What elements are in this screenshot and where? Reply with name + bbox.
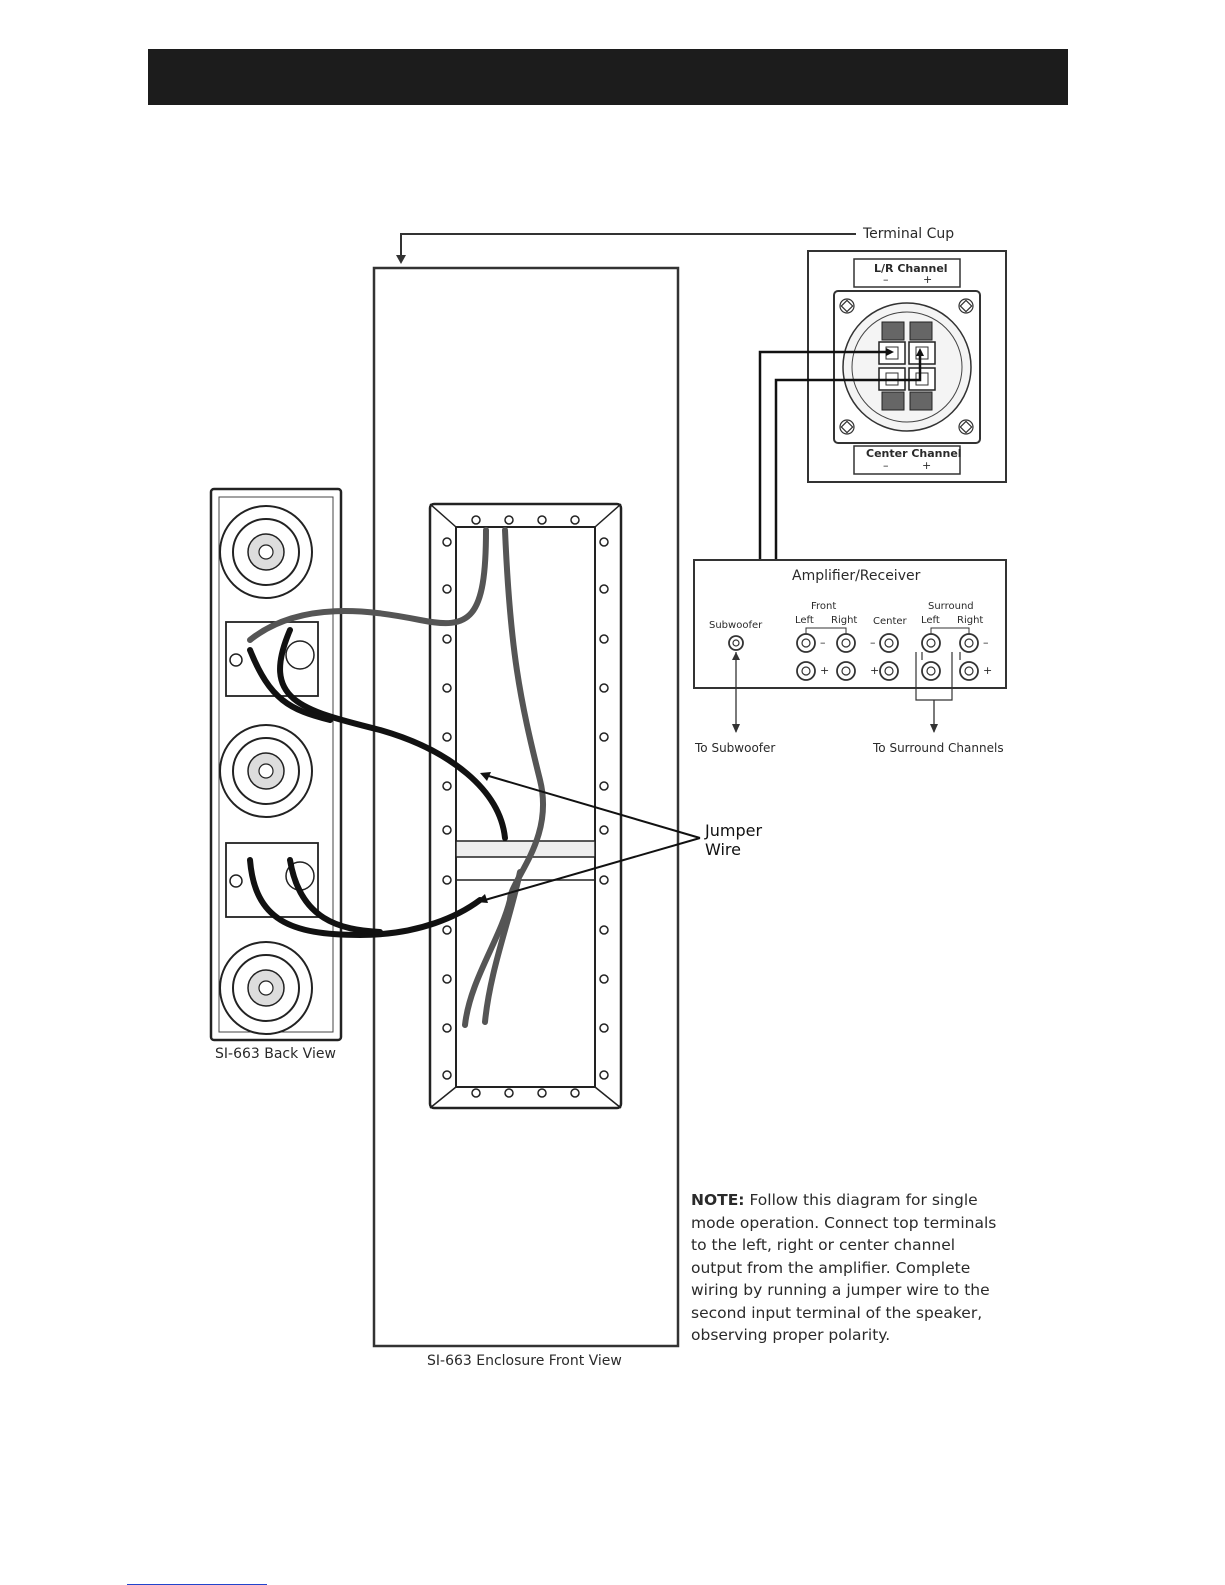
note-paragraph: NOTE: Follow this diagram for single mod… [691, 1189, 1001, 1347]
terminal-cup-arrowhead [396, 255, 406, 264]
surround-right-label: Right [957, 615, 984, 626]
jumper-wire-4 [287, 857, 383, 935]
jumper-wire-3 [247, 857, 483, 939]
to-surround-label: To Surround Channels [873, 741, 1004, 755]
back-view-speaker [209, 487, 343, 1042]
jumper-wire-2 [247, 647, 333, 723]
back-view-caption: SI-663 Back View [215, 1046, 336, 1062]
to-subwoofer-label: To Subwoofer [695, 741, 776, 755]
center-label: Center [873, 616, 907, 627]
lr-minus-label: – [883, 273, 889, 286]
enclosure-front-outline [372, 266, 680, 1348]
center-minus: – [870, 636, 876, 649]
front-view-caption: SI-663 Enclosure Front View [427, 1353, 622, 1369]
center-plus: + [870, 664, 880, 677]
front-left-label: Left [795, 615, 814, 626]
surround-right-plus: + [983, 664, 993, 677]
front-left-minus: – [820, 636, 826, 649]
jumper-wire-label: Jumper Wire [705, 821, 762, 859]
terminal-cup-pointer [400, 233, 856, 258]
note-text: Follow this diagram for single mode oper… [691, 1191, 997, 1344]
terminal-cup-label: Terminal Cup [863, 226, 955, 242]
surround-right-minus: – [983, 636, 989, 649]
front-left-plus: + [820, 664, 830, 677]
note-prefix: NOTE: [691, 1191, 745, 1209]
jumper-wire-1 [277, 627, 508, 841]
gray-wire-3 [482, 869, 523, 1025]
header-bar [148, 49, 1068, 105]
front-right-label: Right [831, 615, 858, 626]
subwoofer-label: Subwoofer [709, 620, 763, 631]
surround-left-label: Left [921, 615, 940, 626]
amplifier-title: Amplifier/Receiver [792, 568, 921, 584]
enclosure-cutout [428, 502, 623, 1110]
center-channel-label: Center Channel [866, 447, 962, 460]
surround-label: Surround [928, 601, 974, 612]
gray-wire-2 [462, 527, 546, 1028]
center-minus-label: – [883, 459, 889, 472]
center-plus-label: + [922, 459, 932, 472]
gray-wire-1 [247, 527, 489, 643]
amplifier-receiver [693, 559, 1007, 701]
jumper-line1: Jumper [705, 821, 763, 840]
lr-channel-label: L/R Channel [874, 262, 948, 275]
terminal-cup [807, 250, 1007, 483]
front-label: Front [811, 601, 837, 612]
jumper-line2: Wire [705, 840, 741, 859]
lr-plus-label: + [923, 273, 933, 286]
